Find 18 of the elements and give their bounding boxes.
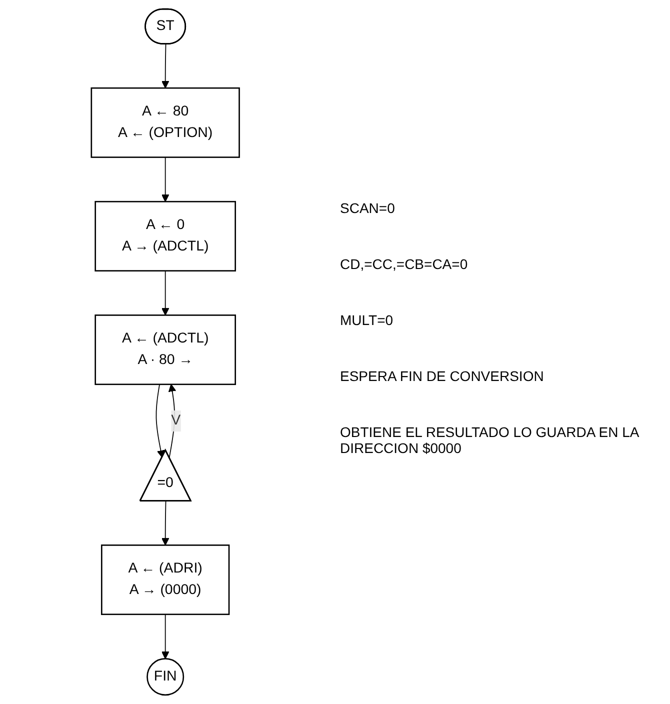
node-box: A ← (ADCTL) A · 80 → xyxy=(94,314,236,386)
note-text: CD,=CC,=CB=CA=0 xyxy=(340,256,469,272)
note-text: SCAN=0 xyxy=(340,200,396,216)
node-box: A ← 0 A → (ADCTL) xyxy=(94,200,236,272)
node-circle: FIN xyxy=(146,658,184,696)
note-text: MULT=0 xyxy=(340,312,394,328)
node-box: A ← 80 A ← (OPTION) xyxy=(90,87,240,158)
arrow xyxy=(161,156,169,202)
arrow xyxy=(161,270,169,316)
arrow xyxy=(161,500,169,546)
arrow xyxy=(161,614,169,660)
edge-label: V xyxy=(170,413,180,428)
note-text: OBTIENE EL RESULTADO LO GUARDA EN LA DIRECCION $0000 xyxy=(340,424,640,456)
arrow xyxy=(161,44,169,88)
arrow xyxy=(155,384,164,458)
note-text: ESPERA FIN DE CONVERSION xyxy=(340,368,545,384)
node-box: A ← (ADRI) A → (0000) xyxy=(100,544,230,616)
arrow xyxy=(168,384,176,458)
